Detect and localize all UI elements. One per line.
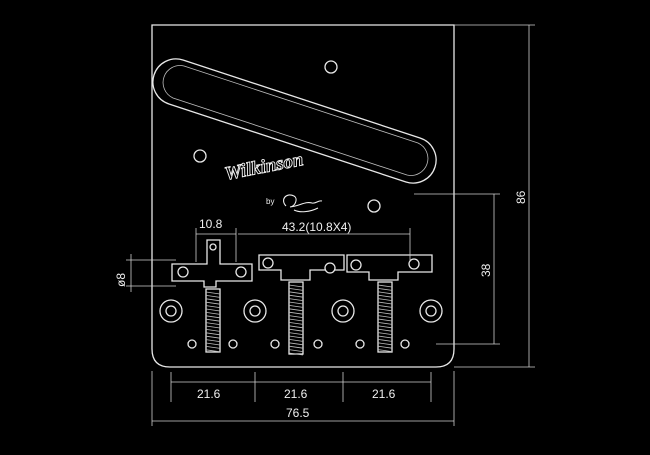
- lower-hole-1: [187, 339, 197, 349]
- saddle-3: [346, 254, 433, 281]
- dim-mount-hole: ø8: [114, 273, 128, 287]
- plate-hole-left: [193, 149, 207, 163]
- dim-saddle-width: 10.8: [199, 217, 223, 231]
- spring-2: [288, 281, 304, 356]
- mount-hole-4-inner: [425, 305, 437, 317]
- pickup-slot: [152, 58, 437, 184]
- logo-by-text: by: [266, 197, 274, 206]
- dim-overall-width: 76.5: [286, 406, 310, 420]
- saddle-2: [258, 254, 345, 281]
- lower-hole-4: [313, 339, 323, 349]
- lower-hole-5: [355, 339, 365, 349]
- dim-spacing-2: 21.6: [284, 387, 308, 401]
- intonation-springs: [205, 281, 393, 356]
- mount-hole-3-inner: [337, 305, 349, 317]
- spring-3: [377, 281, 393, 353]
- maker-signature-logo: [283, 194, 323, 213]
- dim-saddle-span: 43.2(10.8X4): [282, 220, 351, 234]
- lower-hole-3: [270, 339, 280, 349]
- brand-logo: Wilkinson: [223, 149, 305, 185]
- lower-hole-6: [400, 339, 410, 349]
- plate-hole-right: [367, 199, 381, 213]
- dim-spacing-3: 21.6: [372, 387, 396, 401]
- mount-hole-2-inner: [249, 305, 261, 317]
- pickup-slot-inner: [162, 65, 429, 176]
- plate-hole-top: [324, 60, 338, 74]
- saddle-1: [171, 239, 253, 288]
- base-plate: [151, 24, 455, 368]
- dim-spacing-1: 21.6: [197, 387, 221, 401]
- dim-height-to-slot: 38: [479, 263, 493, 277]
- dim-overall-height: 86: [514, 190, 528, 204]
- lower-hole-2: [228, 339, 238, 349]
- mount-hole-1-inner: [165, 305, 177, 317]
- spring-1: [205, 288, 221, 353]
